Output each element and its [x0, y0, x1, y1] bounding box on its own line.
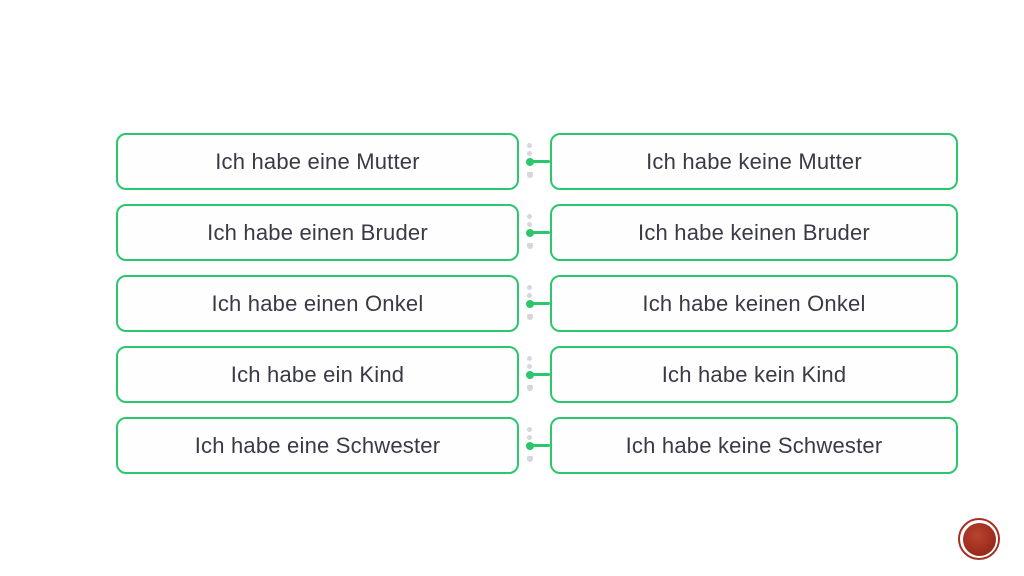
connector-1	[519, 133, 550, 190]
connector-green-dot-icon	[525, 299, 534, 308]
connector-dot-icon	[526, 456, 533, 462]
matching-board: Ich habe eine Mutter Ich habe keine Mutt…	[116, 133, 958, 474]
connector-dot-icon	[526, 314, 533, 320]
phrase-card-negative-4[interactable]: Ich habe kein Kind	[550, 346, 958, 403]
connector-dot-icon	[527, 427, 532, 432]
red-seal-inner	[962, 522, 996, 556]
connector-line	[531, 444, 550, 447]
connector-dot-icon	[527, 293, 532, 298]
phrase-text: Ich habe keine Mutter	[646, 148, 862, 174]
connector-dot-icon	[527, 143, 532, 148]
connector-dot-icon	[527, 364, 532, 369]
phrase-text: Ich habe einen Bruder	[207, 219, 428, 245]
phrase-card-positive-4[interactable]: Ich habe ein Kind	[116, 346, 519, 403]
connector-2	[519, 204, 550, 261]
match-row-5: Ich habe eine Schwester Ich habe keine S…	[116, 417, 958, 474]
connector-line	[531, 373, 550, 376]
connector-dot-icon	[527, 214, 532, 219]
connector-3	[519, 275, 550, 332]
connector-dot-icon	[527, 285, 532, 290]
phrase-card-positive-3[interactable]: Ich habe einen Onkel	[116, 275, 519, 332]
connector-dot-icon	[527, 435, 532, 440]
phrase-text: Ich habe einen Onkel	[211, 290, 424, 316]
match-row-2: Ich habe einen Bruder Ich habe keinen Br…	[116, 204, 958, 261]
connector-line	[531, 231, 550, 234]
match-row-4: Ich habe ein Kind Ich habe kein Kind	[116, 346, 958, 403]
phrase-card-positive-2[interactable]: Ich habe einen Bruder	[116, 204, 519, 261]
connector-4	[519, 346, 550, 403]
connector-dot-icon	[526, 243, 533, 249]
connector-dot-icon	[527, 222, 532, 227]
red-seal-logo-icon	[958, 518, 1000, 560]
phrase-card-negative-3[interactable]: Ich habe keinen Onkel	[550, 275, 958, 332]
phrase-text: Ich habe kein Kind	[661, 361, 847, 387]
connector-green-dot-icon	[525, 157, 534, 166]
match-row-1: Ich habe eine Mutter Ich habe keine Mutt…	[116, 133, 958, 190]
connector-dot-icon	[527, 356, 532, 361]
phrase-text: Ich habe eine Mutter	[215, 148, 420, 174]
phrase-card-positive-5[interactable]: Ich habe eine Schwester	[116, 417, 519, 474]
connector-green-dot-icon	[525, 228, 534, 237]
phrase-card-negative-2[interactable]: Ich habe keinen Bruder	[550, 204, 958, 261]
phrase-text: Ich habe keine Schwester	[625, 432, 883, 458]
connector-5	[519, 417, 550, 474]
phrase-card-positive-1[interactable]: Ich habe eine Mutter	[116, 133, 519, 190]
phrase-text: Ich habe keinen Bruder	[638, 219, 870, 245]
connector-line	[531, 302, 550, 305]
phrase-text: Ich habe ein Kind	[230, 361, 405, 387]
phrase-text: Ich habe keinen Onkel	[642, 290, 866, 316]
match-row-3: Ich habe einen Onkel Ich habe keinen Onk…	[116, 275, 958, 332]
connector-line	[531, 160, 550, 163]
connector-green-dot-icon	[525, 441, 534, 450]
connector-dot-icon	[526, 172, 533, 178]
connector-dot-icon	[527, 151, 532, 156]
phrase-card-negative-1[interactable]: Ich habe keine Mutter	[550, 133, 958, 190]
connector-dot-icon	[526, 385, 533, 391]
phrase-card-negative-5[interactable]: Ich habe keine Schwester	[550, 417, 958, 474]
phrase-text: Ich habe eine Schwester	[194, 432, 441, 458]
connector-green-dot-icon	[525, 370, 534, 379]
